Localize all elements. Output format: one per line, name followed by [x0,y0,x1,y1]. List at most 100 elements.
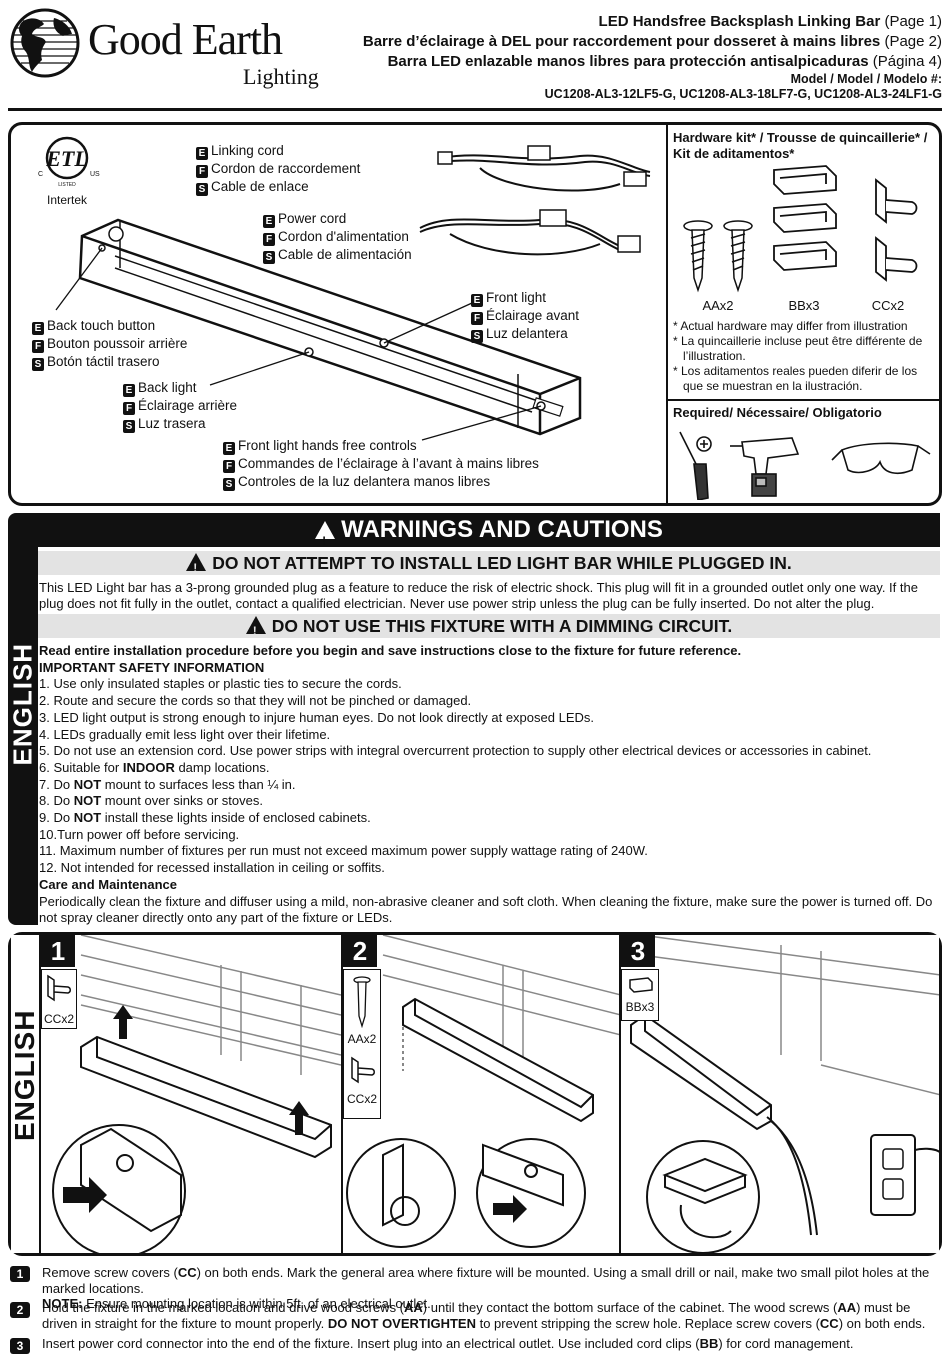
side-tab-label: ENGLISH [7,642,38,766]
step-1-badge: 1 [10,1266,30,1282]
warning-icon [245,616,266,643]
required-tools-illustration [679,431,931,500]
title-en: LED Handsfree Backsplash Linking Bar [598,13,881,30]
badge-f: F [471,312,483,325]
label-es: Cable de alimentación [278,247,412,262]
step-1-text: Remove screw covers (CC) on both ends. M… [42,1265,930,1311]
badge-f: F [123,402,135,415]
screw-cover-icon [875,178,918,282]
safety-item: 3. LED light output is strong enough to … [39,709,594,725]
step-1-kit-box: CCx2 [41,969,77,1029]
plugged-in-warning: DO NOT ATTEMPT TO INSTALL LED LIGHT BAR … [38,551,940,580]
safety-item: 5. Do not use an extension cord. Use pow… [39,743,872,759]
title-fr: Barre d’éclairage à DEL pour raccordemen… [362,33,881,50]
label-en: Back touch button [47,318,156,333]
hardware-aa-label: AAx2 [702,298,734,313]
model-numbers: UC1208-AL3-12LF5-G, UC1208-AL3-18LF7-G, … [544,87,942,101]
care-text: Periodically clean the fixture and diffu… [39,893,933,926]
side-tab-label: ENGLISH [9,1009,40,1141]
hardware-notes: * Actual hardware may differ from illust… [673,319,935,394]
label-fr: Commandes de l’éclairage à l’avant à mai… [238,456,539,471]
label-en: Linking cord [211,143,284,158]
step-2-text: Hold the fixture in the marked location … [42,1300,926,1331]
etl-c: C [38,171,43,178]
safety-item: 2. Route and secure the cords so that th… [39,693,472,709]
safety-item: 1. Use only insulated staples or plastic… [39,676,402,692]
warnings-title: WARNINGS AND CAUTIONS [341,516,663,543]
label-fr: Éclairage arrière [138,398,238,413]
document-title: LED Handsfree Backsplash Linking Bar (Pa… [363,12,942,102]
brand-name: Good Earth [88,15,283,64]
safety-instructions: Read entire installation procedure befor… [39,643,941,927]
plugged-in-warning-text: DO NOT ATTEMPT TO INSTALL LED LIGHT BAR … [212,553,792,573]
badge-f: F [196,165,208,178]
label-es: Botón táctil trasero [47,354,160,369]
badge-e: E [123,384,135,397]
safety-heading: IMPORTANT SAFETY INFORMATION [39,659,265,675]
label-en: Back light [138,380,197,395]
dimming-warning: DO NOT USE THIS FIXTURE WITH A DIMMING C… [38,614,940,643]
label-es: Luz trasera [138,416,206,431]
badge-s: S [32,358,44,371]
language-side-tab: ENGLISH [9,935,40,1253]
step-1-number: 1 [41,935,75,967]
label-fr: Éclairage avant [486,308,580,323]
svg-text:ETL: ETL [45,146,88,171]
drill-icon [730,437,800,497]
safety-item: 11. Maximum number of fixtures per run m… [39,843,648,859]
hardware-note-es: * Los aditamentos reales pueden diferir … [673,364,918,393]
required-tools-title: Required/ Nécessaire/ Obligatorio [673,405,882,420]
hardware-kit-title: Hardware kit* / Trousse de quincaillerie… [673,130,928,161]
badge-f: F [223,460,235,473]
safety-item: 6. Suitable for INDOOR damp locations. [39,759,270,775]
safety-item: 8. Do NOT mount over sinks or stoves. [39,793,263,809]
hardware-note-en: * Actual hardware may differ from illust… [673,319,908,333]
safety-glasses-icon [831,442,931,475]
dimming-warning-text: DO NOT USE THIS FIXTURE WITH A DIMMING C… [271,616,733,636]
badge-s: S [223,478,235,491]
safety-item: 4. LEDs gradually emit less light over t… [39,726,331,742]
product-diagram-panel [8,122,942,506]
step-2-badge: 2 [10,1302,30,1318]
badge-s: S [263,251,275,264]
read-entire-note: Read entire installation procedure befor… [39,643,742,658]
badge-e: E [32,322,44,335]
wood-screw-icon [683,220,753,293]
label-en: Front light [486,290,547,305]
step-1-drawing [52,935,341,1253]
step-2-kit-aa-label: AAx2 [347,1032,377,1046]
screw-cover-icon [351,1056,375,1084]
hardware-note-fr: * La quincaillerie incluse peut être dif… [673,334,923,363]
step-3-badge: 3 [10,1338,30,1354]
title-es-page: (Página 4) [872,53,942,70]
hardware-divider [666,125,668,503]
model-label: Model / Model / Modelo #: [790,72,942,86]
step-3-drawing [630,935,939,1253]
light-bar-illustration [55,145,651,441]
badge-f: F [263,233,275,246]
step-1-kit-label: CCx2 [43,1012,74,1026]
screw-cover-icon [47,974,71,1002]
plug-paragraph: This LED Light bar has a 3-prong grounde… [39,580,918,611]
wood-screw-icon [353,976,371,1028]
step-3-number: 3 [621,935,655,967]
hardware-bb-label: BBx3 [788,298,820,313]
badge-e: E [196,147,208,160]
label-en: Front light hands free controls [238,438,417,453]
hardware-cc-label: CCx2 [871,298,905,313]
badge-s: S [471,330,483,343]
etl-lab: Intertek [47,193,88,207]
label-en: Power cord [278,211,347,226]
brand-subtitle: Lighting [243,64,319,89]
badge-f: F [32,340,44,353]
warnings-banner: WARNINGS AND CAUTIONS [38,513,940,558]
step-3-kit-label: BBx3 [625,1000,655,1014]
cord-clip-icon [629,977,653,993]
screwdriver-icon [679,431,712,500]
cord-clip-icon [773,165,837,271]
